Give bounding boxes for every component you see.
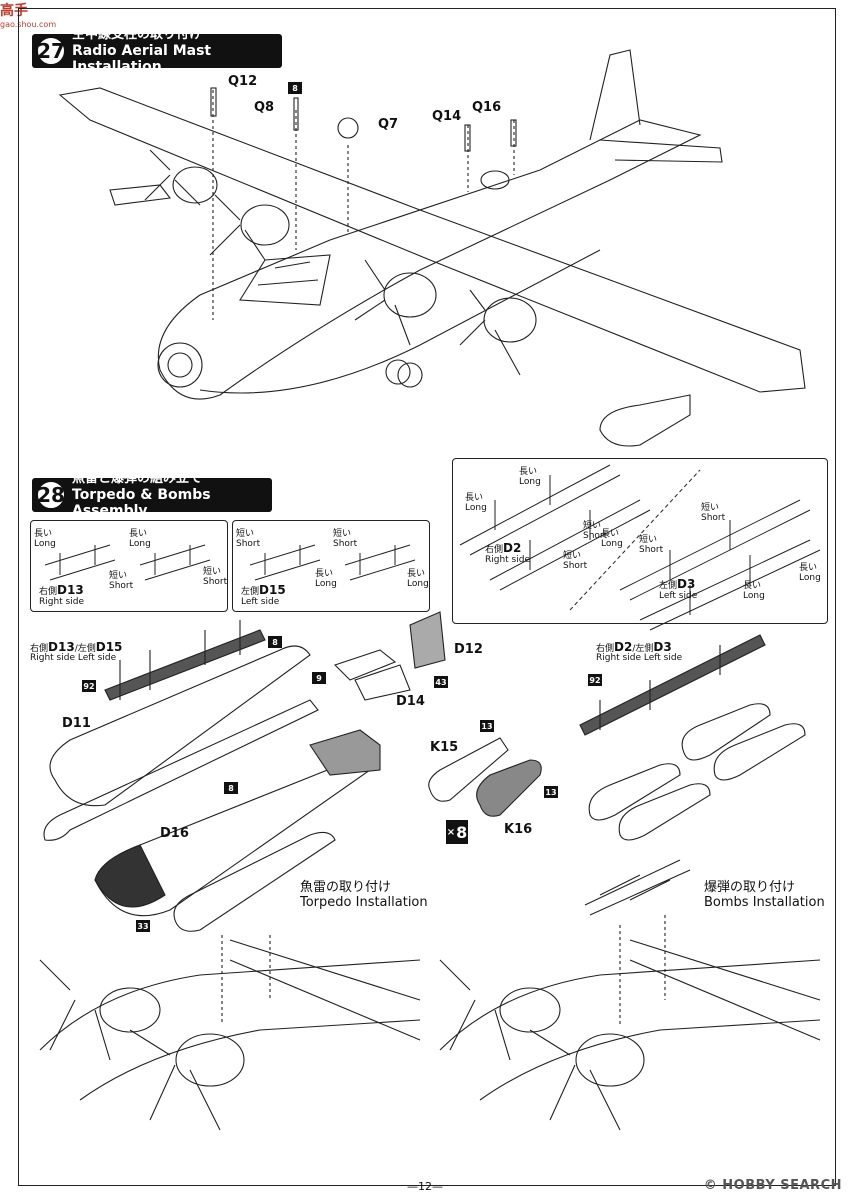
step-28-title-en: Torpedo & Bombs Assembly	[72, 487, 211, 519]
hobby-search-watermark: © HOBBY SEARCH	[703, 1178, 842, 1193]
badge-92-left: 92	[82, 680, 96, 692]
step-28-banner: 28 魚雷と爆弾の組み立て Torpedo & Bombs Assembly	[32, 471, 272, 519]
badge-13-bottom: 13	[544, 786, 558, 798]
rack-right-label: 右側D2/左側D3	[596, 640, 672, 654]
quantity-x8-badge: ×8	[446, 820, 468, 844]
part-d12: D12	[454, 642, 483, 657]
step-27-title-en: Radio Aerial Mast Installation	[72, 43, 212, 75]
part-q16: Q16	[472, 100, 502, 115]
bomb-parts	[579, 634, 806, 841]
lower-wing-drawings	[39, 859, 821, 1131]
box-a-side-en: Right side	[39, 597, 84, 607]
box-c-d2-label: 右側D2	[485, 541, 522, 555]
step-27-title-jp: 空中線支柱の取り付け	[72, 27, 203, 42]
badge-33: 33	[136, 920, 150, 932]
part-q14: Q14	[432, 109, 462, 124]
part-d16: D16	[160, 826, 189, 841]
step-28-number: 28	[36, 480, 66, 510]
badge-9: 9	[312, 672, 326, 684]
parts-tree-8-badge: 8	[288, 82, 302, 94]
box-c-d2-side-en: Right side	[485, 555, 530, 565]
rack-right-side-en: Right side Left side	[596, 653, 683, 663]
step-27-banner: 27 空中線支柱の取り付け Radio Aerial Mast Installa…	[32, 27, 282, 75]
part-q12: Q12	[228, 74, 258, 89]
badge-43: 43	[434, 676, 448, 688]
box-c-d3-side-en: Left side	[659, 591, 698, 601]
box-b-side-en: Left side	[241, 597, 280, 607]
badge-92-right: 92	[588, 674, 602, 686]
part-d11: D11	[62, 716, 91, 731]
box-b-part-label: 左側D15	[241, 583, 286, 597]
page-number: —12—	[407, 1180, 443, 1193]
box-c-d3-label: 左側D3	[659, 577, 696, 591]
part-d14: D14	[396, 694, 425, 709]
part-k15: K15	[430, 740, 459, 755]
page-frame	[18, 8, 836, 1186]
badge-8-top: 8	[268, 636, 282, 648]
part-q8: Q8	[254, 100, 275, 115]
badge-13-top: 13	[480, 720, 494, 732]
torpedo-parts	[43, 611, 542, 932]
part-q7: Q7	[378, 117, 399, 132]
box-a-part-label: 右側D13	[39, 583, 84, 597]
watermark-logo: 高手	[0, 3, 28, 19]
rack-left-side-en: Right side Left side	[30, 653, 117, 663]
badge-8-mid: 8	[224, 782, 238, 794]
step-27-number: 27	[36, 36, 66, 66]
rack-details	[44, 464, 821, 631]
watermark-url: gao.shou.com	[0, 20, 57, 29]
step-28-title-jp: 魚雷と爆弾の組み立て	[72, 471, 203, 486]
rack-left-label: 右側D13/左側D15	[30, 640, 123, 654]
flying-boat-drawing	[58, 49, 806, 447]
part-k16: K16	[504, 822, 533, 837]
